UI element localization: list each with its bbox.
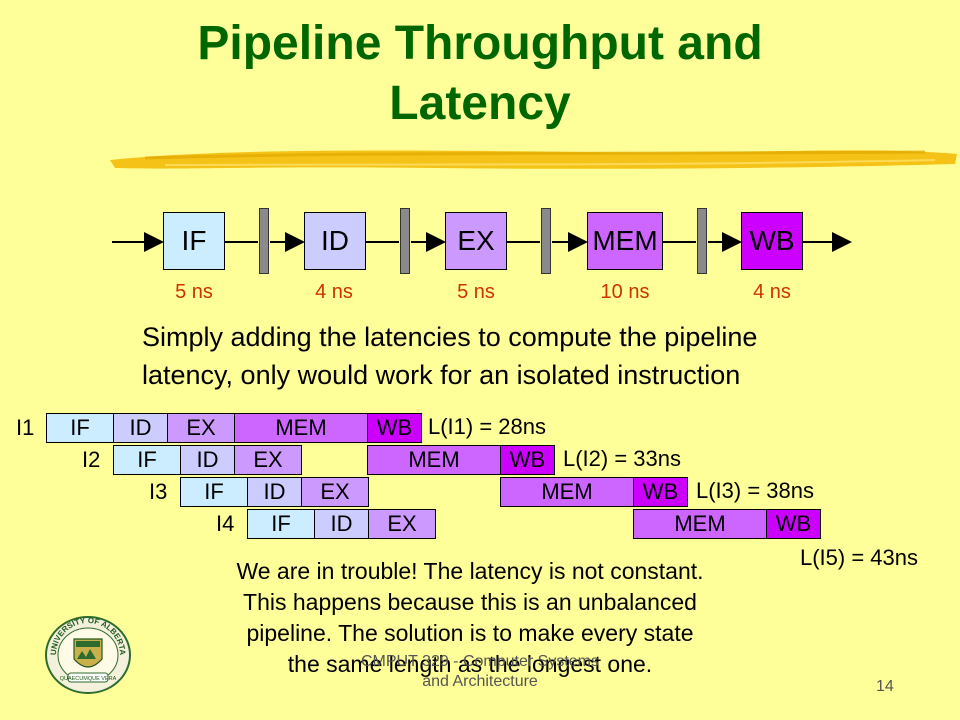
i2-wb: WB: [500, 445, 555, 475]
i3-id-label: ID: [263, 479, 286, 504]
pipeline-latch-4: [697, 208, 707, 274]
i3-if: IF: [180, 477, 248, 507]
pipeline-latch-2: [400, 208, 410, 274]
i2-id-label: ID: [196, 447, 219, 472]
i1-mem: MEM: [234, 413, 368, 443]
i1-ex: EX: [167, 413, 235, 443]
latency-result-i3: L(I3) = 38ns: [696, 478, 815, 503]
trouble-line-1: We are in trouble! The latency is not co…: [236, 558, 704, 584]
instruction-label-i4: I4: [216, 511, 235, 536]
i4-ex-label: EX: [387, 511, 417, 536]
latency-result-i2: L(I2) = 33ns: [563, 446, 682, 471]
pipeline-latch-3: [541, 208, 551, 274]
latency-mem: 10 ns: [600, 281, 650, 303]
i4-mem-label: MEM: [674, 511, 726, 536]
i1-if: IF: [46, 413, 114, 443]
i1-mem-label: MEM: [275, 415, 327, 440]
latency-result-i1: L(I1) = 28ns: [428, 414, 547, 439]
paragraph-line-2: latency, only would work for an isolated…: [142, 360, 741, 390]
i3-ex: EX: [301, 477, 369, 507]
i2-mem-label: MEM: [408, 447, 460, 472]
slide-title: Pipeline Throughput and Latency: [80, 14, 880, 134]
i1-id: ID: [113, 413, 168, 443]
page-number: 14: [876, 678, 894, 695]
i1-if-label: IF: [70, 415, 90, 440]
slide-footer: CMPUT 329 - Computer Systems and Archite…: [330, 652, 630, 692]
i4-if: IF: [247, 509, 315, 539]
stage-if: IF: [163, 212, 225, 270]
i4-id: ID: [314, 509, 369, 539]
i2-ex-label: EX: [253, 447, 283, 472]
i3-ex-label: EX: [320, 479, 350, 504]
stage-mem-label: MEM: [592, 225, 658, 256]
i4-mem: MEM: [633, 509, 767, 539]
instruction-label-i2: I2: [82, 447, 101, 472]
i2-ex: EX: [234, 445, 302, 475]
instruction-label-i3: I3: [149, 479, 168, 504]
i4-id-label: ID: [330, 511, 353, 536]
latency-ex: 5 ns: [457, 281, 495, 303]
i2-if: IF: [113, 445, 181, 475]
i3-if-label: IF: [204, 479, 224, 504]
title-line-2: Latency: [389, 77, 571, 130]
trouble-line-4: the same length as the longest one.: [287, 651, 653, 677]
i4-wb-label: WB: [775, 511, 812, 536]
i1-ex-label: EX: [186, 415, 216, 440]
latency-result-i4: L(I5) = 43ns: [800, 545, 919, 570]
stage-ex: EX: [445, 212, 507, 270]
i2-if-label: IF: [137, 447, 157, 472]
i4-if-label: IF: [271, 511, 291, 536]
trouble-line-3: pipeline. The solution is to make every …: [246, 620, 694, 646]
stage-id-label: ID: [321, 225, 349, 256]
pipeline-arrows: [112, 232, 852, 252]
latency-if: 5 ns: [175, 281, 213, 303]
instruction-label-i1: I1: [16, 415, 35, 440]
trouble-explanation: We are in trouble! The latency is not co…: [170, 556, 770, 680]
i1-wb: WB: [367, 413, 422, 443]
i2-id: ID: [180, 445, 235, 475]
i3-mem-label: MEM: [541, 479, 593, 504]
i2-mem: MEM: [367, 445, 501, 475]
stage-wb: WB: [741, 212, 803, 270]
i4-wb: WB: [766, 509, 821, 539]
i4-ex: EX: [368, 509, 436, 539]
explanation-paragraph: Simply adding the latencies to compute t…: [142, 318, 902, 394]
logo-text-bottom: QUAECUMQUE VERA: [60, 676, 117, 682]
footer-line-2: and Architecture: [422, 673, 538, 690]
paragraph-line-1: Simply adding the latencies to compute t…: [142, 322, 758, 352]
i3-id: ID: [247, 477, 302, 507]
title-line-1: Pipeline Throughput and: [197, 17, 763, 70]
stage-ex-label: EX: [457, 225, 495, 256]
i1-wb-label: WB: [376, 415, 413, 440]
title-underline-brush: [110, 150, 957, 169]
stage-wb-label: WB: [749, 225, 795, 256]
i3-wb: WB: [633, 477, 688, 507]
i1-id-label: ID: [129, 415, 152, 440]
i2-wb-label: WB: [509, 447, 546, 472]
pipeline-latch-1: [259, 208, 269, 274]
latency-id: 4 ns: [315, 281, 353, 303]
i3-mem: MEM: [500, 477, 634, 507]
stage-id: ID: [304, 212, 366, 270]
stage-if-label: IF: [181, 225, 207, 256]
trouble-line-2: This happens because this is an unbalanc…: [243, 589, 697, 615]
stage-mem: MEM: [587, 212, 663, 270]
latency-wb: 4 ns: [753, 281, 791, 303]
university-seal-logo: UNIVERSITY OF ALBERTA QUAECUMQUE VERA: [45, 616, 131, 694]
footer-line-1: CMPUT 329 - Computer Systems: [361, 653, 599, 670]
i3-wb-label: WB: [642, 479, 679, 504]
